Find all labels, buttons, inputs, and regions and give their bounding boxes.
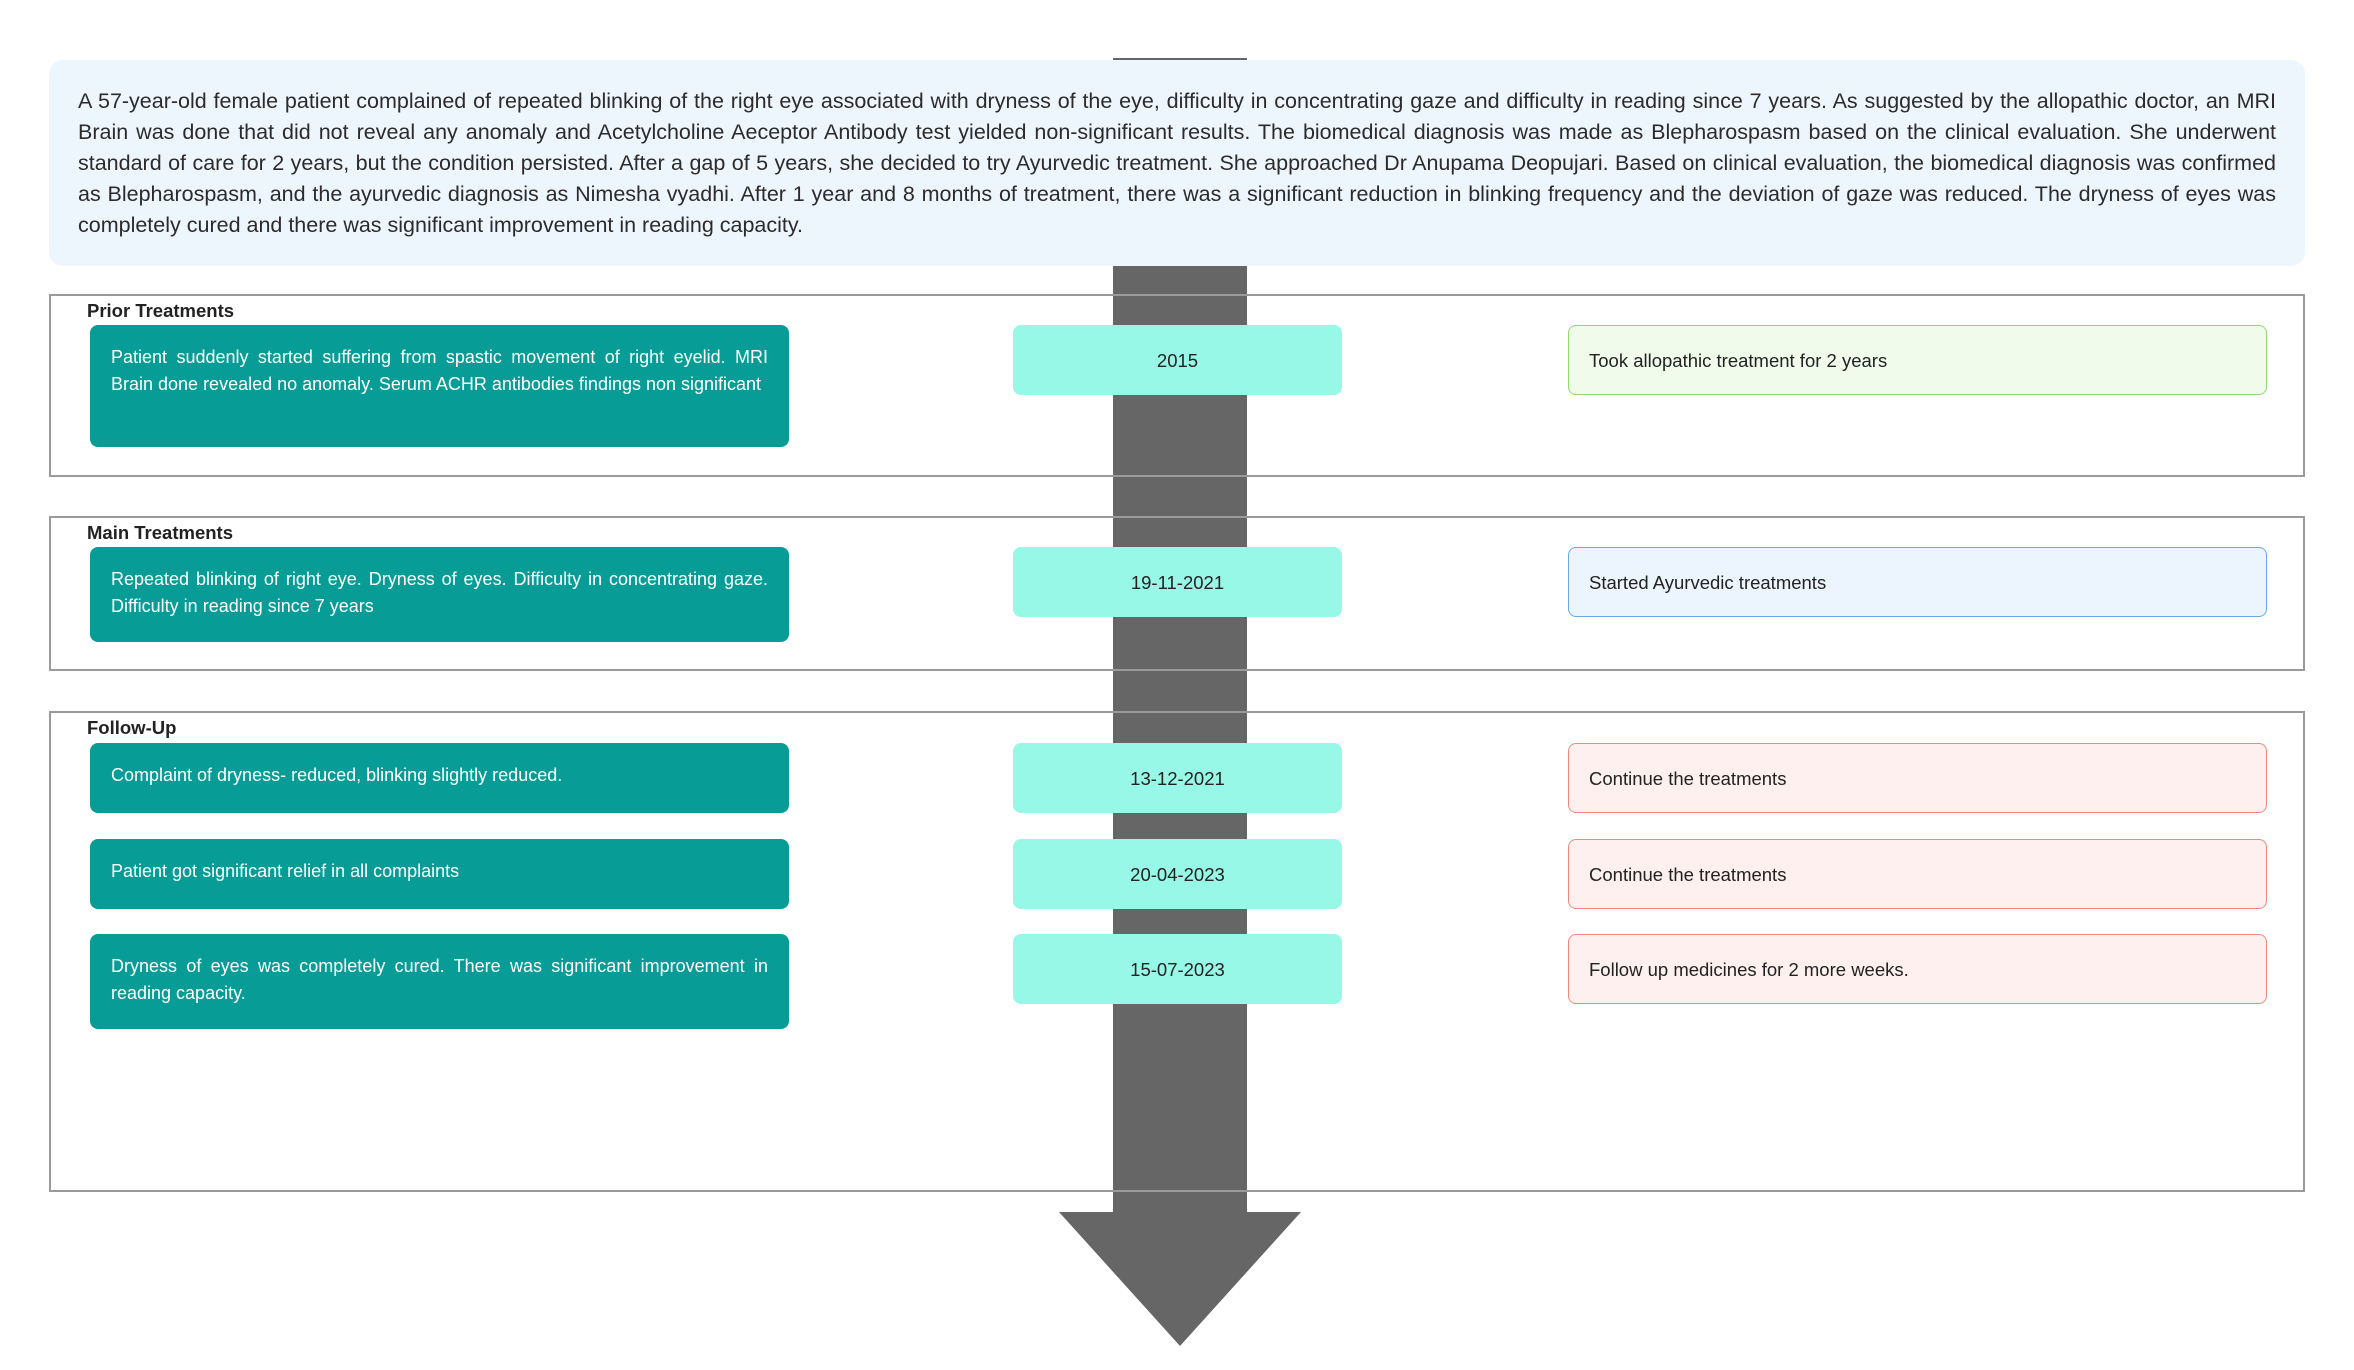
- finding-box: Repeated blinking of right eye. Dryness …: [90, 547, 789, 642]
- date-box: 20-04-2023: [1013, 839, 1342, 909]
- case-summary: A 57-year-old female patient complained …: [49, 60, 2305, 266]
- section-main-treatments: Main Treatments: [49, 516, 2305, 671]
- finding-box: Dryness of eyes was completely cured. Th…: [90, 934, 789, 1029]
- date-box: 15-07-2023: [1013, 934, 1342, 1004]
- timeline-arrow-head: [1059, 1212, 1301, 1346]
- date-box: 13-12-2021: [1013, 743, 1342, 813]
- action-box: Took allopathic treatment for 2 years: [1568, 325, 2267, 395]
- date-box: 2015: [1013, 325, 1342, 395]
- action-box: Continue the treatments: [1568, 839, 2267, 909]
- action-box: Continue the treatments: [1568, 743, 2267, 813]
- action-box: Started Ayurvedic treatments: [1568, 547, 2267, 617]
- section-title: Prior Treatments: [87, 300, 235, 321]
- section-title: Follow-Up: [87, 717, 177, 738]
- finding-box: Complaint of dryness- reduced, blinking …: [90, 743, 789, 813]
- section-follow-up: Follow-Up: [49, 711, 2305, 1192]
- date-box: 19-11-2021: [1013, 547, 1342, 617]
- section-prior-treatments: Prior Treatments: [49, 294, 2305, 477]
- section-title: Main Treatments: [87, 522, 233, 543]
- finding-box: Patient suddenly started suffering from …: [90, 325, 789, 447]
- finding-box: Patient got significant relief in all co…: [90, 839, 789, 909]
- action-box: Follow up medicines for 2 more weeks.: [1568, 934, 2267, 1004]
